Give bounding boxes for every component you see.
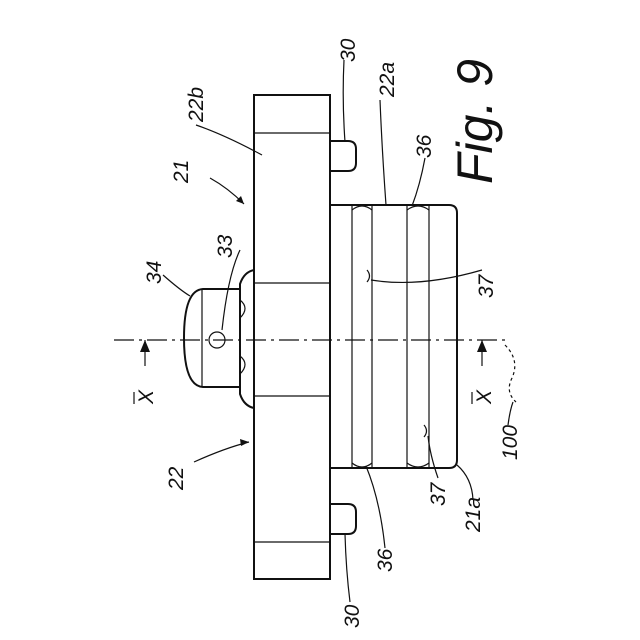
flange-22b bbox=[254, 95, 330, 579]
pin-30-bottom bbox=[330, 504, 356, 534]
label-37-top: 37 bbox=[475, 273, 498, 298]
label-22b: 22b bbox=[185, 87, 208, 123]
label-22a: 22a bbox=[376, 62, 399, 98]
label-36-top: 36 bbox=[413, 134, 436, 158]
pin-30-top bbox=[330, 141, 356, 171]
label-22: 22 bbox=[165, 466, 188, 491]
axis-line bbox=[114, 340, 516, 402]
stud-34 bbox=[184, 289, 240, 387]
label-x-right: X bbox=[473, 389, 496, 405]
label-37-bottom: 37 bbox=[427, 481, 450, 506]
label-x-left: X bbox=[135, 389, 158, 405]
label-30-top: 30 bbox=[337, 38, 360, 62]
collar-33 bbox=[240, 270, 254, 408]
body-22a bbox=[330, 205, 457, 468]
label-30-bottom: 30 bbox=[341, 604, 364, 628]
label-34: 34 bbox=[143, 261, 166, 284]
label-33: 33 bbox=[214, 234, 237, 258]
label-36-bottom: 36 bbox=[374, 548, 397, 572]
figure-title: Fig. 9 bbox=[447, 59, 503, 184]
label-21a: 21a bbox=[462, 497, 485, 533]
label-21: 21 bbox=[170, 160, 193, 184]
label-100: 100 bbox=[499, 425, 522, 460]
